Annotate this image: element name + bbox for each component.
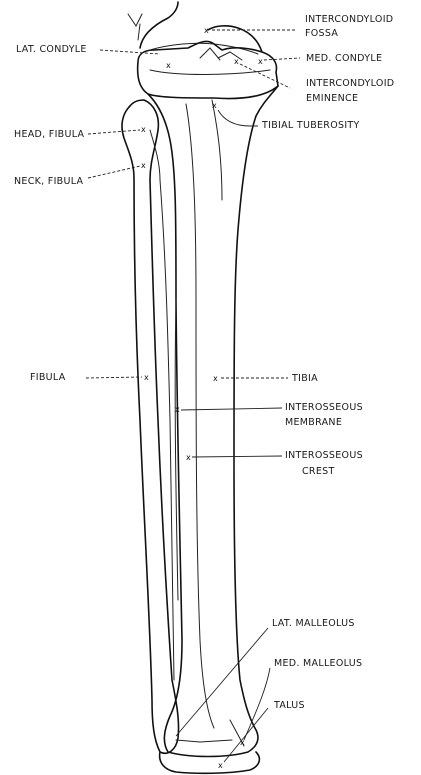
tibia-outline <box>148 86 278 757</box>
leader-fibula <box>86 377 142 378</box>
label-lat-malleolus: LAT. MALLEOLUS <box>272 618 355 629</box>
label-intercondyloid-eminence-line2: EMINENCE <box>306 93 358 104</box>
marker-med-condyle: x <box>258 57 263 66</box>
tibial-plateau-outline <box>138 41 278 98</box>
anatomical-markers: x x x x x x x x x x x x x <box>141 26 263 770</box>
marker-neck-fibula: x <box>141 161 146 170</box>
marker-tibial-tuberosity: x <box>212 101 217 110</box>
label-intercondyloid-fossa-line1: INTERCONDYLOID <box>305 14 393 25</box>
marker-intercondyloid-eminence: x <box>234 57 239 66</box>
marker-head-fibula: x <box>141 125 146 134</box>
label-talus: TALUS <box>273 700 305 711</box>
label-tibial-tuberosity: TIBIAL TUBEROSITY <box>261 120 360 131</box>
marker-tibia: x <box>213 374 218 383</box>
label-head-fibula: HEAD, FIBULA <box>14 129 85 140</box>
label-med-condyle: MED. CONDYLE <box>306 53 382 64</box>
label-med-malleolus: MED. MALLEOLUS <box>274 658 362 669</box>
marker-lat-condyle: x <box>166 61 171 70</box>
leader-lat-malleolus <box>176 628 268 736</box>
leader-talus <box>224 708 268 762</box>
marker-intercondyloid-fossa: x <box>204 26 209 35</box>
leader-lines <box>86 30 300 762</box>
label-neck-fibula: NECK, FIBULA <box>14 176 84 187</box>
text-labels: INTERCONDYLOID FOSSA LAT. CONDYLE MED. C… <box>14 14 394 711</box>
leader-tibial-tuberosity <box>218 110 258 126</box>
marker-fibula: x <box>144 373 149 382</box>
leader-intercondyloid-eminence <box>240 64 290 88</box>
marker-interosseous-crest: x <box>186 453 191 462</box>
label-interosseous-crest-line1: INTEROSSEOUS <box>285 450 363 461</box>
leader-interosseous-crest <box>192 456 282 457</box>
leader-med-condyle <box>264 58 300 60</box>
label-interosseous-membrane-line2: MEMBRANE <box>285 417 342 428</box>
label-intercondyloid-fossa-line2: FOSSA <box>305 28 338 39</box>
label-fibula: FIBULA <box>30 372 66 383</box>
marker-talus: x <box>218 761 223 770</box>
label-tibia: TIBIA <box>291 373 318 384</box>
label-intercondyloid-eminence-line1: INTERCONDYLOID <box>306 78 394 89</box>
label-interosseous-membrane-line1: INTEROSSEOUS <box>285 402 363 413</box>
label-interosseous-crest-line2: CREST <box>302 466 335 477</box>
leader-med-malleolus <box>244 668 270 740</box>
marker-interosseous-membrane: x <box>175 405 180 414</box>
femur-end-outline <box>128 2 262 54</box>
leader-neck-fibula <box>88 166 140 178</box>
label-lat-condyle: LAT. CONDYLE <box>16 44 87 55</box>
leader-head-fibula <box>88 130 140 134</box>
